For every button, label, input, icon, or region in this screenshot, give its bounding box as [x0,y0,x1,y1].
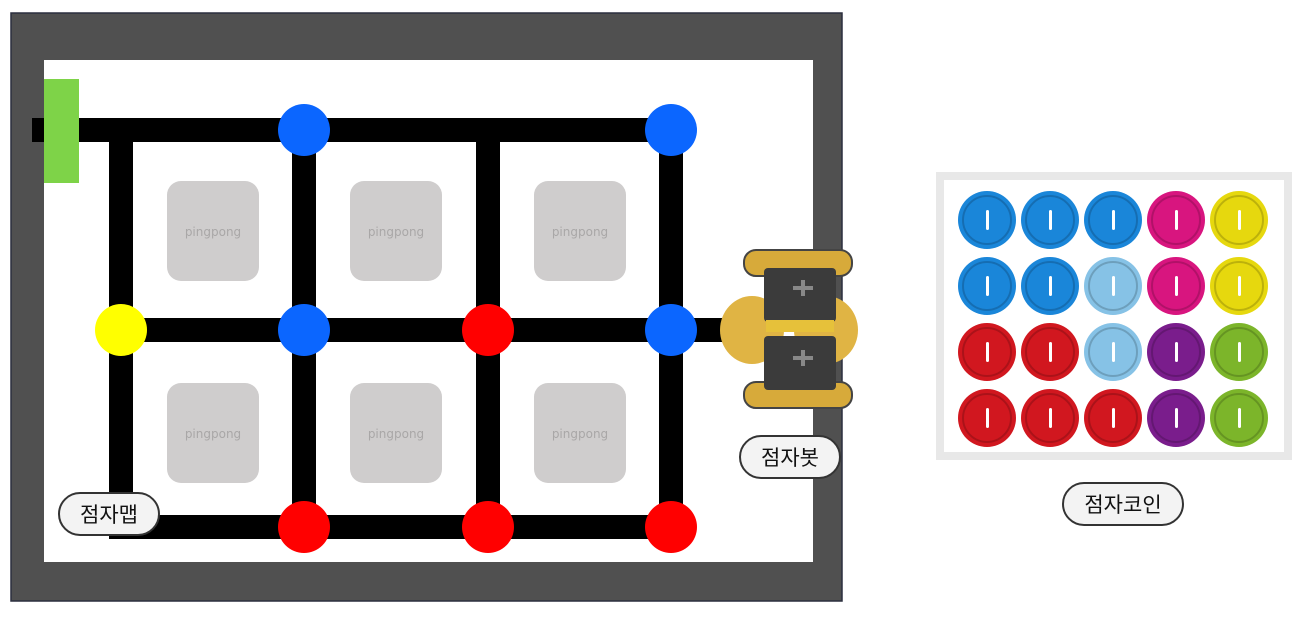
robot-body-top [764,268,836,322]
pingpong-tile-text: pingpong [368,225,424,239]
coin-ring [1025,261,1075,311]
node-blue-2 [645,104,697,156]
braille-coin-panel [936,172,1292,460]
pingpong-tile-3 [534,181,626,281]
robot-body-bottom [764,336,836,390]
node-red-8 [462,501,514,553]
braille-coin [1021,191,1079,249]
node-red-9 [645,501,697,553]
braille-coin [1210,257,1268,315]
coin-ring [1214,261,1264,311]
pingpong-tile-4 [167,383,259,483]
pingpong-tile-5 [350,383,442,483]
braille-coin [958,323,1016,381]
start-marker [44,79,79,183]
node-yellow-3 [95,304,147,356]
tracks-layer [32,118,752,539]
nodes-layer [95,104,697,553]
label-braille-bot: 점자봇 [739,435,841,479]
braille-coin [1021,389,1079,447]
coin-ring [1151,327,1201,377]
label-braille-map: 점자맵 [58,492,160,536]
node-red-7 [278,501,330,553]
pingpong-tile-6 [534,383,626,483]
coin-ring [1025,393,1075,443]
pingpong-tile-text: pingpong [368,427,424,441]
coin-ring [1151,195,1201,245]
braille-coin [1084,257,1142,315]
robot-cross-icon-2 [793,350,813,366]
robot-center-band [766,320,834,332]
braille-coin [1210,389,1268,447]
pingpong-tile-text: pingpong [552,427,608,441]
coin-ring [962,393,1012,443]
braille-coin [1210,191,1268,249]
braille-coin [1147,191,1205,249]
pingpong-tile-text: pingpong [185,427,241,441]
braille-coin [1147,323,1205,381]
coin-ring [1025,327,1075,377]
coin-ring [962,261,1012,311]
braille-coin [1084,191,1142,249]
coin-ring [1025,195,1075,245]
coin-ring [962,327,1012,377]
braille-coin [1021,323,1079,381]
coin-ring [1151,393,1201,443]
label-braille-coin: 점자코인 [1062,482,1184,526]
braille-coin [1084,323,1142,381]
braille-coin [958,257,1016,315]
braille-coin [1147,389,1205,447]
robot-cross-icon [793,280,813,296]
pingpong-tile-text: pingpong [552,225,608,239]
braille-coin [1021,257,1079,315]
braille-coin [1210,323,1268,381]
braille-coin [1147,257,1205,315]
coin-ring [1088,393,1138,443]
coin-ring [1088,195,1138,245]
coin-ring [1088,327,1138,377]
braille-coin [1084,389,1142,447]
node-blue-4 [278,304,330,356]
coin-ring [1214,393,1264,443]
braille-bot-robot [720,249,858,409]
braille-coin [958,191,1016,249]
tiles-layer: pingpong pingpong pingpong pingpong pingpong… [167,181,626,483]
coin-ring [1151,261,1201,311]
coin-ring [1214,327,1264,377]
node-blue-1 [278,104,330,156]
braille-coin-grid [944,180,1284,452]
coin-ring [1214,195,1264,245]
coin-ring [962,195,1012,245]
node-red-5 [462,304,514,356]
node-blue-6 [645,304,697,356]
braille-coin [958,389,1016,447]
pingpong-tile-2 [350,181,442,281]
pingpong-tile-text: pingpong [185,225,241,239]
pingpong-tile-1 [167,181,259,281]
coin-ring [1088,261,1138,311]
